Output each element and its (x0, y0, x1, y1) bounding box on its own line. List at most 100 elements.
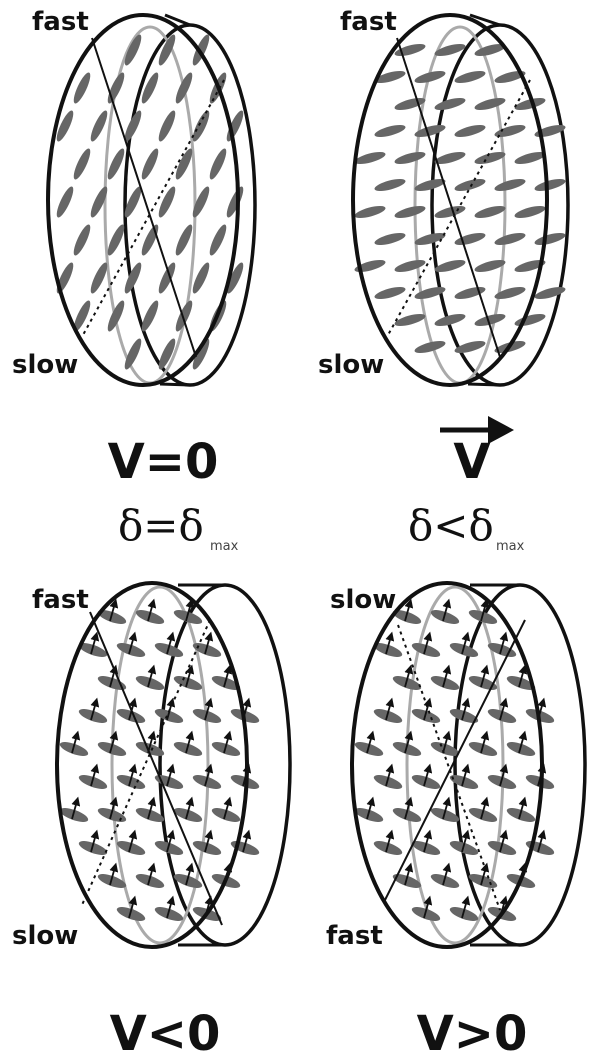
molecule-icon (434, 205, 466, 219)
molecule-icon (124, 338, 142, 370)
up-arrow-icon (499, 763, 509, 787)
molecule-icon (434, 43, 466, 57)
up-arrow-icon (109, 730, 119, 754)
up-arrow-icon (166, 829, 176, 853)
up-arrow-icon (147, 598, 157, 622)
molecule-icon (158, 110, 176, 142)
molecule-icon (141, 300, 159, 332)
molecule-icon (107, 148, 125, 180)
up-arrow-icon (461, 697, 471, 721)
up-arrow-icon (423, 895, 433, 919)
up-arrow-icon (90, 763, 100, 787)
molecule-icon (354, 259, 386, 273)
up-arrow-icon (204, 763, 214, 787)
up-arrow-icon (385, 829, 395, 853)
panel-1-top-label: fast (32, 7, 89, 37)
panel-2-bottom-label: slow (318, 350, 384, 380)
panel-2-delta-subscript: max (496, 539, 525, 554)
molecule-icon (158, 262, 176, 294)
up-arrow-icon (128, 763, 138, 787)
up-arrow-icon (518, 730, 528, 754)
panel-4-bottom-label: fast (326, 921, 383, 951)
molecule-icon (374, 232, 406, 246)
molecule-icon (494, 232, 526, 246)
molecule-icon (141, 224, 159, 256)
panel-4-disc (405, 583, 587, 947)
panel-1: fast slow (12, 7, 257, 387)
panel-2-molecules (354, 43, 566, 354)
molecule-icon (124, 34, 142, 66)
up-arrow-icon (147, 664, 157, 688)
molecule-icon (90, 262, 108, 294)
molecule-icon (434, 97, 466, 111)
molecule-icon (494, 124, 526, 138)
molecule-icon (454, 340, 486, 354)
molecule-icon (394, 259, 426, 273)
up-arrow-icon (385, 763, 395, 787)
panel-1-voltage: V=0 (108, 434, 219, 490)
up-arrow-icon (223, 664, 233, 688)
panel-3-front (55, 581, 249, 949)
molecule-icon (73, 300, 91, 332)
up-arrow-icon (204, 631, 214, 655)
up-arrow-icon (423, 829, 433, 853)
up-arrow-icon (166, 631, 176, 655)
molecule-icon (73, 72, 91, 104)
molecule-icon (474, 259, 506, 273)
molecule-icon (192, 110, 210, 142)
up-arrow-icon (128, 895, 138, 919)
molecule-icon (226, 262, 244, 294)
up-arrow-icon (461, 895, 471, 919)
molecule-icon (158, 186, 176, 218)
molecule-icon (124, 186, 142, 218)
molecule-icon (494, 286, 526, 300)
molecule-icon (534, 286, 566, 300)
panel-3: fast slow (12, 581, 292, 951)
molecule-icon (394, 151, 426, 165)
field-arrow-icon (440, 416, 514, 444)
up-arrow-icon (109, 796, 119, 820)
up-arrow-icon (109, 862, 119, 886)
panel-1-bottom-label: slow (12, 350, 78, 380)
up-arrow-icon (242, 829, 252, 853)
molecule-icon (414, 286, 446, 300)
molecule-icon (192, 262, 210, 294)
molecule-icon (414, 70, 446, 84)
molecule-icon (175, 72, 193, 104)
panel-4-molecules (354, 598, 555, 921)
panel-1-molecules (56, 34, 244, 370)
up-arrow-icon (71, 796, 81, 820)
molecule-icon (107, 224, 125, 256)
panel-4: slow fast (326, 581, 587, 951)
molecule-icon (374, 286, 406, 300)
molecule-icon (454, 70, 486, 84)
molecule-icon (514, 313, 546, 327)
molecule-icon (56, 186, 74, 218)
molecule-icon (434, 151, 466, 165)
molecule-icon (494, 70, 526, 84)
molecule-icon (73, 148, 91, 180)
molecule-icon (175, 148, 193, 180)
up-arrow-icon (480, 598, 490, 622)
up-arrow-icon (204, 697, 214, 721)
molecule-icon (474, 43, 506, 57)
molecule-icon (474, 151, 506, 165)
up-arrow-icon (423, 631, 433, 655)
molecule-icon (414, 232, 446, 246)
up-arrow-icon (518, 796, 528, 820)
panel-3-voltage: V<0 (110, 1006, 221, 1057)
up-arrow-icon (442, 664, 452, 688)
up-arrow-icon (404, 796, 414, 820)
up-arrow-icon (90, 829, 100, 853)
panel-1-delta-subscript: max (210, 539, 239, 554)
up-arrow-icon (499, 631, 509, 655)
molecule-icon (141, 148, 159, 180)
up-arrow-icon (442, 730, 452, 754)
panel-2-front (351, 13, 549, 387)
up-arrow-icon (223, 796, 233, 820)
up-arrow-icon (404, 598, 414, 622)
up-arrow-icon (128, 829, 138, 853)
up-arrow-icon (185, 730, 195, 754)
up-arrow-icon (499, 829, 509, 853)
molecule-icon (414, 340, 446, 354)
